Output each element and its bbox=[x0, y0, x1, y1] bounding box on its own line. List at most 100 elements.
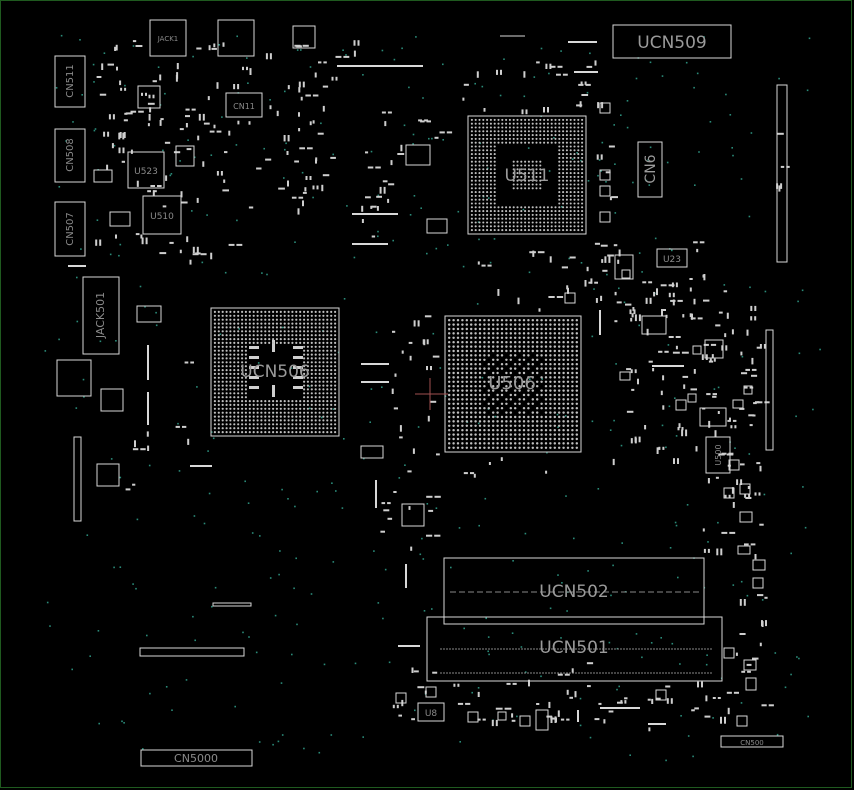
bga-ball bbox=[244, 388, 247, 391]
u10[interactable] bbox=[292, 25, 316, 49]
connector-ucn509[interactable]: UCN509 bbox=[612, 24, 732, 59]
pad bbox=[123, 119, 128, 122]
chip-left-jack[interactable] bbox=[56, 359, 92, 397]
connector-cn6[interactable]: CN6 bbox=[637, 141, 663, 198]
connector-small-strip[interactable] bbox=[212, 602, 252, 607]
bga-ball bbox=[229, 372, 232, 375]
chip-small-5[interactable] bbox=[699, 407, 727, 427]
bga-ball bbox=[291, 322, 294, 325]
connector-cn11[interactable]: CN11 bbox=[225, 92, 263, 118]
bga-ball bbox=[544, 406, 548, 410]
slot-ucn501[interactable]: UCN501 bbox=[426, 616, 723, 682]
pad bbox=[210, 252, 213, 260]
bga-ball bbox=[493, 149, 496, 152]
bga-ball bbox=[500, 340, 504, 344]
connector-cn508[interactable]: CN508 bbox=[54, 128, 86, 183]
passive-outline bbox=[621, 269, 631, 279]
chip-small-12[interactable] bbox=[175, 145, 195, 167]
pad bbox=[682, 314, 685, 318]
chip-u8[interactable]: U8 bbox=[417, 702, 445, 722]
bga-ball bbox=[557, 424, 561, 428]
chip-u523[interactable]: U523 bbox=[127, 151, 165, 189]
chip-small-13[interactable] bbox=[109, 211, 131, 227]
chip-u23[interactable]: U23 bbox=[656, 248, 688, 268]
connector-cn500[interactable]: CN500 bbox=[720, 735, 784, 748]
pad bbox=[609, 196, 612, 201]
bga-ball bbox=[318, 326, 321, 329]
pad bbox=[331, 76, 334, 81]
bga-ball bbox=[456, 411, 460, 414]
via bbox=[638, 252, 641, 254]
chip-small-11[interactable] bbox=[535, 709, 549, 731]
bga-ball bbox=[272, 400, 275, 403]
jack1[interactable]: JACK1 bbox=[149, 19, 187, 57]
bga-ball bbox=[256, 411, 259, 414]
via bbox=[705, 663, 708, 666]
bga-ball bbox=[569, 183, 572, 186]
jack2[interactable] bbox=[217, 19, 255, 57]
bga-ball bbox=[264, 419, 267, 422]
chip-small-1[interactable] bbox=[405, 144, 431, 166]
chip-small-2[interactable] bbox=[614, 254, 634, 280]
pad bbox=[390, 160, 393, 166]
pad bbox=[562, 73, 568, 76]
via bbox=[560, 50, 562, 52]
chip-small-10[interactable] bbox=[360, 445, 384, 459]
bga-ball bbox=[221, 326, 224, 329]
bga-ball bbox=[233, 403, 236, 406]
bga-ball bbox=[558, 149, 561, 152]
bga-ball bbox=[569, 179, 572, 182]
bga-ball bbox=[306, 322, 309, 325]
bga-ball bbox=[241, 423, 244, 426]
pad bbox=[545, 63, 548, 69]
connector-right-vertical-1[interactable] bbox=[776, 84, 788, 263]
bga-ball bbox=[244, 392, 247, 395]
label-u523: U523 bbox=[134, 167, 158, 177]
chip-small-3[interactable] bbox=[641, 315, 667, 335]
pad bbox=[690, 388, 697, 391]
connector-left-vertical[interactable] bbox=[73, 436, 82, 522]
bga-ball bbox=[465, 340, 469, 344]
chip-small-9[interactable] bbox=[401, 503, 425, 527]
bga-u511[interactable]: U511 bbox=[467, 115, 587, 235]
chip-u500[interactable]: U500 bbox=[705, 436, 731, 474]
bga-ball bbox=[474, 371, 477, 375]
bga-ball bbox=[241, 361, 244, 364]
pad bbox=[106, 164, 109, 170]
slot-ucn502[interactable]: UCN502 bbox=[443, 557, 705, 625]
bga-ball bbox=[303, 427, 306, 430]
chip-small-8[interactable] bbox=[136, 305, 162, 323]
via bbox=[193, 515, 196, 517]
bga-ball bbox=[268, 314, 271, 317]
pad bbox=[376, 206, 379, 211]
bga-ball bbox=[531, 221, 534, 224]
pad bbox=[755, 401, 760, 404]
bga-ball bbox=[562, 340, 565, 344]
connector-cn511[interactable]: CN511 bbox=[54, 55, 86, 108]
bga-u506[interactable]: U506 bbox=[444, 315, 582, 453]
via bbox=[296, 623, 298, 626]
connector-cn5000[interactable]: CN5000 bbox=[140, 749, 253, 767]
chip-small-4[interactable] bbox=[704, 339, 724, 359]
bga-ball bbox=[518, 371, 521, 375]
crystal-x1[interactable] bbox=[426, 218, 448, 234]
pad bbox=[361, 219, 364, 223]
via bbox=[426, 252, 428, 255]
pad bbox=[287, 180, 289, 187]
bga-ball bbox=[518, 446, 521, 450]
chip-small-14[interactable] bbox=[93, 169, 113, 183]
connector-jack501[interactable]: JACK501 bbox=[82, 276, 120, 355]
bga-ucn506[interactable]: UCN506 bbox=[210, 307, 340, 437]
via bbox=[650, 642, 653, 644]
bga-ball bbox=[322, 419, 325, 422]
chip-small-7[interactable] bbox=[96, 463, 120, 487]
u13[interactable] bbox=[137, 85, 161, 109]
connector-cn507[interactable]: CN507 bbox=[54, 201, 86, 257]
bga-ball bbox=[497, 122, 500, 125]
chip-u510[interactable]: U510 bbox=[142, 195, 182, 235]
connector-right-vertical-2[interactable] bbox=[765, 329, 774, 451]
chip-small-6[interactable] bbox=[100, 388, 124, 412]
pad bbox=[706, 393, 711, 396]
connector-bottom-strip[interactable] bbox=[139, 647, 245, 657]
via bbox=[93, 129, 96, 132]
